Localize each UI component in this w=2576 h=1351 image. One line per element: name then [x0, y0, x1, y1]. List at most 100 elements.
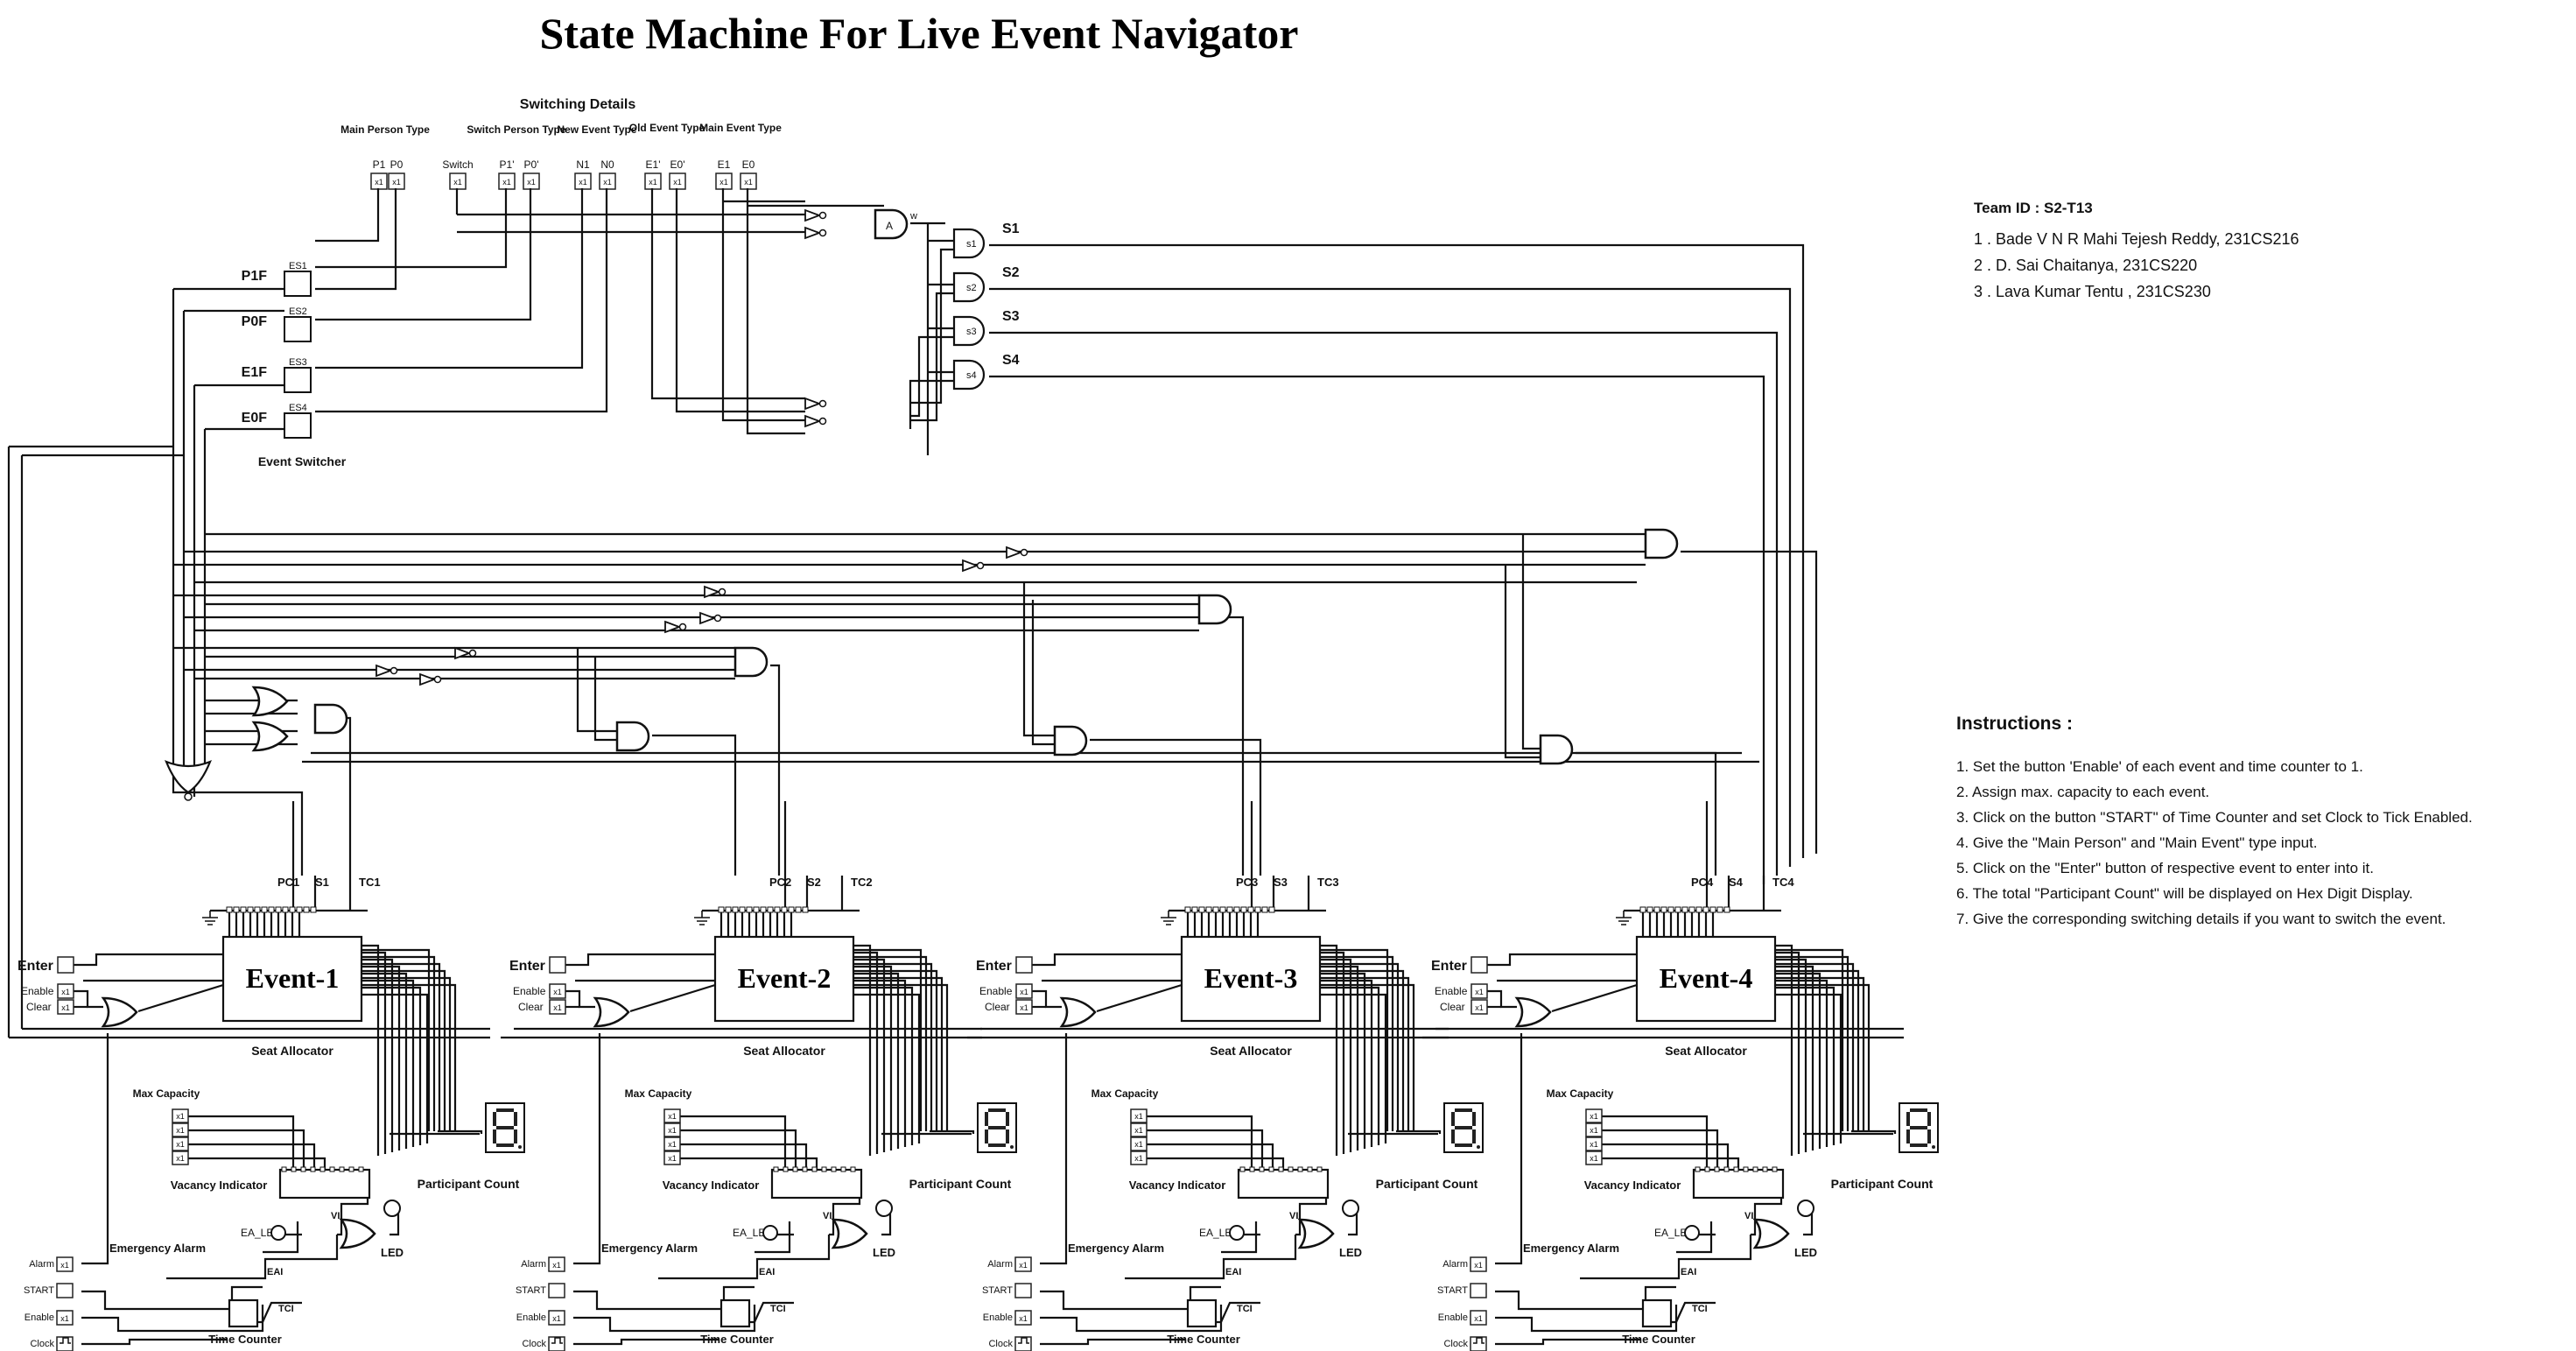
start-button[interactable] — [1470, 1283, 1487, 1298]
time-counter-label: Time Counter — [1622, 1333, 1695, 1346]
pin-label: E1 — [718, 158, 731, 171]
pin-value: x1 — [176, 1126, 185, 1135]
capacity-pin[interactable] — [1585, 1136, 1603, 1151]
input-pin[interactable]: P0'x1 — [523, 158, 540, 190]
capacity-pin[interactable] — [663, 1122, 681, 1137]
ground-symbol — [1160, 910, 1177, 925]
clear-pin[interactable] — [1015, 999, 1033, 1015]
capacity-pin[interactable] — [172, 1122, 189, 1137]
clock-input[interactable] — [548, 1336, 565, 1351]
pin-value: x1 — [1475, 1003, 1484, 1012]
capacity-pin[interactable] — [1130, 1122, 1148, 1137]
alarm-pin[interactable] — [1470, 1256, 1487, 1272]
vi-label: VI — [331, 1211, 340, 1221]
clear-label: Clear — [985, 1001, 1010, 1013]
enter-button[interactable] — [57, 956, 74, 974]
enable-pin[interactable] — [57, 983, 74, 999]
capacity-pin[interactable] — [1130, 1108, 1148, 1123]
pc-label: PC3 — [1236, 876, 1258, 889]
clock-input[interactable] — [1014, 1336, 1032, 1351]
enable-pin[interactable] — [56, 1310, 74, 1326]
alarm-pin[interactable] — [56, 1256, 74, 1272]
capacity-pin[interactable] — [663, 1136, 681, 1151]
capacity-pin[interactable] — [663, 1150, 681, 1165]
hex-digit-display — [1442, 1101, 1485, 1154]
enable-pin[interactable] — [549, 983, 566, 999]
seat-allocator-block — [1180, 935, 1322, 1023]
main-person-type-label: Main Person Type — [340, 123, 430, 136]
time-counter-block — [228, 1298, 259, 1328]
start-button[interactable] — [548, 1283, 565, 1298]
enter-button[interactable] — [549, 956, 566, 974]
clear-pin[interactable] — [57, 999, 74, 1015]
clock-input[interactable] — [1470, 1336, 1487, 1351]
enter-button[interactable] — [1015, 956, 1033, 974]
pin-value: x1 — [553, 988, 562, 996]
pin-value: x1 — [552, 1261, 561, 1270]
capacity-pin[interactable] — [1130, 1136, 1148, 1151]
input-pin[interactable]: E1'x1 — [644, 158, 662, 190]
clock-input-label: Clock — [1443, 1339, 1468, 1349]
clear-label: Clear — [1440, 1001, 1465, 1013]
alarm-pin[interactable] — [1014, 1256, 1032, 1272]
es-flag-label: E0F — [242, 411, 268, 426]
page-title: State Machine For Live Event Navigator — [540, 9, 1299, 58]
enable-pin-label: Enable — [983, 1312, 1013, 1323]
pin-value: x1 — [176, 1112, 185, 1121]
clear-pin[interactable] — [549, 999, 566, 1015]
pin-value: x1 — [176, 1140, 185, 1149]
capacity-pin[interactable] — [1585, 1150, 1603, 1165]
enable-pin[interactable] — [548, 1310, 565, 1326]
instruction-item: 7. Give the corresponding switching deta… — [1956, 911, 2446, 927]
enable-pin[interactable] — [1470, 983, 1488, 999]
state-output-label: S1 — [1002, 222, 1020, 236]
enable-pin[interactable] — [1014, 1310, 1032, 1326]
pc-label: PC1 — [277, 876, 299, 889]
alarm-pin-label: Alarm — [521, 1259, 546, 1270]
not-gate — [376, 665, 398, 677]
capacity-pin[interactable] — [172, 1136, 189, 1151]
enter-button[interactable] — [1470, 956, 1488, 974]
capacity-pin[interactable] — [1585, 1108, 1603, 1123]
or-gate — [1515, 996, 1552, 1028]
pin-value: x1 — [1474, 1314, 1483, 1323]
capacity-pin[interactable] — [172, 1108, 189, 1123]
input-pin[interactable]: E0'x1 — [669, 158, 686, 190]
alarm-pin[interactable] — [548, 1256, 565, 1272]
capacity-pin[interactable] — [663, 1108, 681, 1123]
vacancy-indicator-block — [278, 1168, 371, 1200]
state-gate-label: s4 — [966, 370, 977, 381]
pin-value: x1 — [61, 988, 70, 996]
es-block-label: ES1 — [289, 261, 307, 271]
hex-digit-display — [976, 1101, 1018, 1154]
capacity-pin[interactable] — [1130, 1150, 1148, 1165]
enable-pin[interactable] — [1470, 1310, 1487, 1326]
start-button[interactable] — [56, 1283, 74, 1298]
capacity-pin[interactable] — [172, 1150, 189, 1165]
clock-input[interactable] — [56, 1336, 74, 1351]
vacancy-indicator-label: Vacancy Indicator — [663, 1179, 760, 1192]
clear-pin[interactable] — [1470, 999, 1488, 1015]
capacity-pin[interactable] — [1585, 1122, 1603, 1137]
enable-pin[interactable] — [1015, 983, 1033, 999]
hex-digit-display — [484, 1101, 526, 1154]
enter-label: Enter — [1431, 959, 1467, 974]
input-pin[interactable]: P1'x1 — [498, 158, 516, 190]
start-button[interactable] — [1014, 1283, 1032, 1298]
ea-led-indicator — [762, 1225, 778, 1241]
